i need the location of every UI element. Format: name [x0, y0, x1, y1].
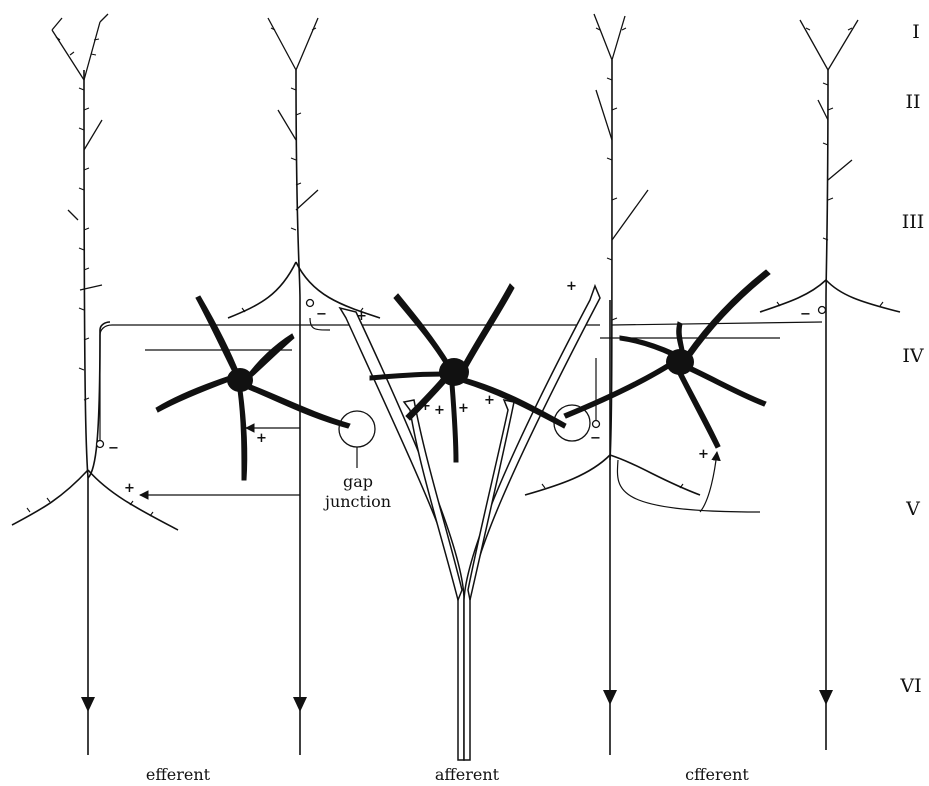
efferent-arrowhead-4: [819, 690, 833, 705]
layer-label-2: II: [905, 91, 920, 113]
layer-label-3: III: [902, 211, 925, 233]
efferent-arrowhead-1: [81, 697, 95, 712]
basket-cell-1: [156, 296, 350, 480]
layer-labels: I II III IV V VI: [899, 21, 924, 697]
inhibitory-terminal-2: [307, 300, 314, 307]
inhibitory-terminal-1: [97, 441, 104, 448]
inhibitory-terminal-4: [819, 307, 826, 314]
sign-plus-1: +: [124, 481, 135, 496]
bottom-label-efferent-left: efferent: [146, 765, 211, 784]
layer-label-4: IV: [902, 345, 924, 367]
sign-minus-4: −: [800, 307, 811, 322]
inhibitory-terminal-3: [593, 421, 600, 428]
dendritic-spines-1: [27, 37, 153, 516]
sign-plus-5: +: [420, 399, 431, 414]
efferent-arrowhead-2: [293, 697, 307, 712]
sign-minus-2: −: [316, 307, 327, 322]
sign-plus-2: +: [256, 431, 267, 446]
pyramidal-neuron-4: [760, 20, 900, 750]
gap-junction-left: [339, 411, 375, 447]
gap-junction-label-line2: junction: [323, 492, 391, 511]
gap-junction-label-line1: gap: [343, 472, 373, 491]
pyramidal-neuron-1: [12, 14, 178, 755]
efferent-arrowhead-3: [603, 690, 617, 705]
bottom-label-afferent: afferent: [435, 765, 500, 784]
sign-plus-9: +: [698, 447, 709, 462]
layer-label-6: VI: [899, 675, 921, 697]
sign-plus-7: +: [458, 401, 469, 416]
sign-minus-3: −: [590, 431, 601, 446]
pyramidal-neuron-2: [140, 18, 380, 755]
sign-minus-1: −: [108, 441, 119, 456]
layer-label-1: I: [912, 21, 920, 43]
layer-label-5: V: [905, 498, 920, 520]
sign-plus-8: +: [484, 393, 495, 408]
bottom-label-efferent-right: cfferent: [685, 765, 749, 784]
sign-plus-4: +: [566, 279, 577, 294]
sign-plus-6: +: [434, 403, 445, 418]
sign-plus-3: +: [356, 309, 367, 324]
